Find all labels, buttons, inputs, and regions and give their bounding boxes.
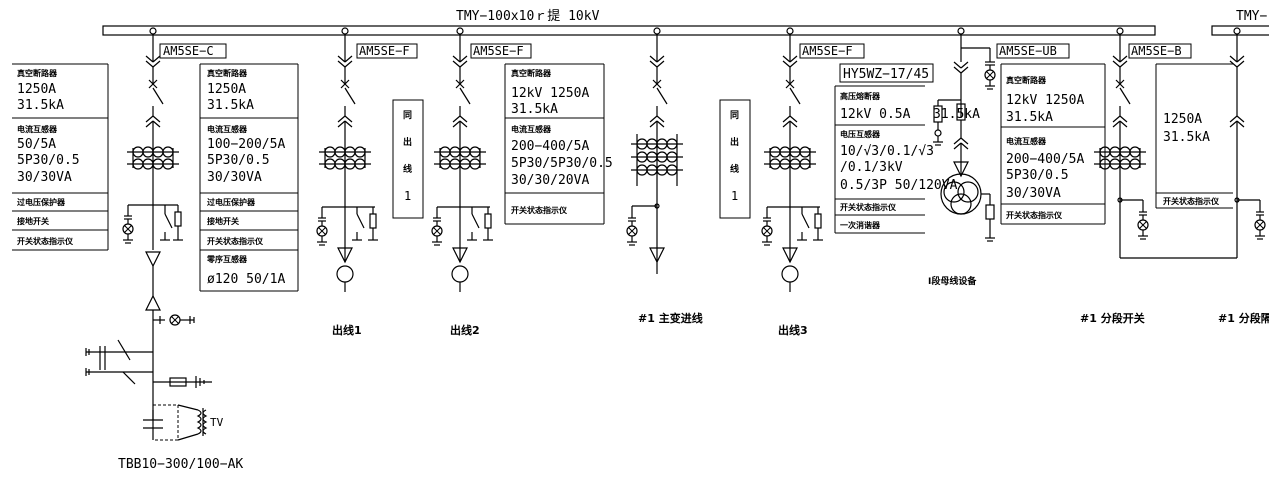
ct-burden: 30/30VA xyxy=(1006,186,1061,201)
row-earth: 接地开关 xyxy=(207,216,239,226)
breaker-title: 真空断路器 xyxy=(1006,75,1047,85)
fuse-rating: 12kV 0.5A xyxy=(840,107,911,122)
busbar-label-right: TMY− xyxy=(1236,9,1267,24)
breaker-title: 真空断路器 xyxy=(511,68,552,78)
row-resonance: 一次消谐器 xyxy=(840,220,881,230)
cabinet-model-label: AM5SE−F xyxy=(359,44,410,58)
breaker-rating: 1250A xyxy=(17,82,56,97)
cabinet-transformer-incomer: #1 主变进线 xyxy=(626,34,703,325)
main-busbar xyxy=(102,25,1156,36)
ct-class: 5P30/5P30/0.5 xyxy=(511,156,613,171)
ct-class: 5P30/0.5 xyxy=(207,153,270,168)
same-outlet-box-1: 同 出 线 1 xyxy=(392,99,424,219)
cabinet-outlet-2: AM5SE−F 出线2 xyxy=(431,34,532,337)
cabinet-model-label: AM5SE−B xyxy=(1131,44,1182,58)
ct-burden: 30/30VA xyxy=(207,170,262,185)
row-indicator: 开关状态指示仪 xyxy=(207,236,264,246)
row-indicator: 开关状态指示仪 xyxy=(511,205,568,215)
cabinet-outlet-3: AM5SE−F 出线3 xyxy=(761,34,865,337)
pt-class: 0.5/3P 50/120VA xyxy=(840,178,958,193)
breaker-rating: 12kV 1250A xyxy=(511,86,589,101)
same-outlet-box-2: 同 出 线 1 xyxy=(719,99,751,219)
breaker-kA: 31.5kA xyxy=(17,98,64,113)
outlet2-caption: 出线2 xyxy=(450,323,480,337)
outlet1-caption: 出线1 xyxy=(332,323,362,337)
breaker-rating: 12kV 1250A xyxy=(1006,93,1084,108)
svg-text:同: 同 xyxy=(730,110,739,121)
outlet3-caption: 出线3 xyxy=(778,323,808,337)
svg-text:出: 出 xyxy=(730,136,739,148)
outlet2-spec-table: 真空断路器 12kV 1250A 31.5kA 电流互感器 200−400/5A… xyxy=(504,63,613,225)
transformer-incomer-caption: #1 主变进线 xyxy=(638,311,703,325)
outlet1-spec-table: 真空断路器 1250A 31.5kA 电流互感器 100−200/5A 5P30… xyxy=(199,63,299,292)
breaker-title: 真空断路器 xyxy=(207,68,248,78)
row-indicator: 开关状态指示仪 xyxy=(17,236,74,246)
cabinet-pt: Ⅰ段母线设备 AM5SE−UB xyxy=(928,34,1070,287)
arrester-model: HY5WZ−17/45 xyxy=(843,67,929,82)
tie-isolator-caption: #1 分段隔离 xyxy=(1218,311,1269,325)
row-surge: 过电压保护器 xyxy=(17,197,66,207)
ct-title: 电流互感器 xyxy=(17,124,58,134)
left-spec-table: 真空断路器 1250A 31.5kA 电流互感器 50/5A 5P30/0.5 … xyxy=(12,63,109,251)
ct-ratio: 200−400/5A xyxy=(1006,152,1084,167)
ct-class: 5P30/0.5 xyxy=(17,153,80,168)
pt-equipment-caption: Ⅰ段母线设备 xyxy=(928,275,977,287)
ct-burden: 30/30/20VA xyxy=(511,173,589,188)
cabinet-model-label: AM5SE−C xyxy=(163,44,214,58)
ct-ratio: 50/5A xyxy=(17,137,56,152)
ct-burden: 30/30VA xyxy=(17,170,72,185)
svg-text:同: 同 xyxy=(403,110,412,121)
breaker-kA: 31.5kA xyxy=(1006,110,1053,125)
tie-switch-caption: #1 分段开关 xyxy=(1080,311,1145,325)
svg-text:1: 1 xyxy=(404,189,411,203)
isolator-rating: 1250A xyxy=(1163,112,1202,127)
cabinet-model-label: AM5SE−F xyxy=(473,44,524,58)
cabinet-capacitor-feeder: AM5SE−C xyxy=(85,34,243,472)
ct-title: 电流互感器 xyxy=(511,124,552,134)
row-indicator: 开关状态指示仪 xyxy=(1163,196,1220,206)
ct-title: 电流互感器 xyxy=(207,124,248,134)
row-earth: 接地开关 xyxy=(17,216,49,226)
capacitor-model-label: TBB10−300/100−AK xyxy=(118,457,243,472)
cabinet-tie-isolator: #1 分段隔离 xyxy=(1218,34,1269,325)
ct-ratio: 200−400/5A xyxy=(511,139,589,154)
ct-class: 5P30/0.5 xyxy=(1006,168,1069,183)
cabinet-model-label: AM5SE−F xyxy=(802,44,853,58)
row-indicator: 开关状态指示仪 xyxy=(840,202,897,212)
isolator-kA: 31.5kA xyxy=(1163,130,1210,145)
svg-text:1: 1 xyxy=(731,189,738,203)
cabinet-tie-switch: AM5SE−B #1 分段开关 xyxy=(1080,34,1237,325)
pt-ratio: 10/√3/0.1/√3 xyxy=(840,144,934,159)
breaker-title: 真空断路器 xyxy=(17,68,58,78)
tv-label: TV xyxy=(210,416,224,429)
breaker-kA: 31.5kA xyxy=(511,102,558,117)
breaker-rating: 1250A xyxy=(207,82,246,97)
cabinet-outlet-1: AM5SE−F 出线1 xyxy=(316,34,418,337)
pt-spec-table: HY5WZ−17/45 高压熔断器 12kV 0.5A 31.5kA 电压互感器… xyxy=(834,63,980,234)
ct-title: 电流互感器 xyxy=(1006,136,1047,146)
svg-text:线: 线 xyxy=(730,163,739,175)
pt-ratio-2: /0.1/3kV xyxy=(840,160,903,175)
svg-text:出: 出 xyxy=(403,136,412,148)
row-surge: 过电压保护器 xyxy=(207,197,256,207)
tie-switch-spec-table: 真空断路器 12kV 1250A 31.5kA 电流互感器 200−400/5A… xyxy=(1000,63,1106,225)
busbar-label: TMY−100x10ｒ提 10kV xyxy=(456,8,600,24)
fuse-title: 高压熔断器 xyxy=(840,91,881,101)
pt-title: 电压互感器 xyxy=(840,129,881,139)
zct-title: 零序互感器 xyxy=(206,254,248,264)
svg-text:线: 线 xyxy=(403,163,412,175)
ct-ratio: 100−200/5A xyxy=(207,137,285,152)
zct-rating: ø120 50/1A xyxy=(207,272,285,287)
breaker-kA: 31.5kA xyxy=(207,98,254,113)
row-indicator: 开关状态指示仪 xyxy=(1006,210,1063,220)
tie-isolator-spec-table: 1250A 31.5kA 开关状态指示仪 xyxy=(1155,63,1233,209)
cabinet-model-label: AM5SE−UB xyxy=(999,44,1057,58)
